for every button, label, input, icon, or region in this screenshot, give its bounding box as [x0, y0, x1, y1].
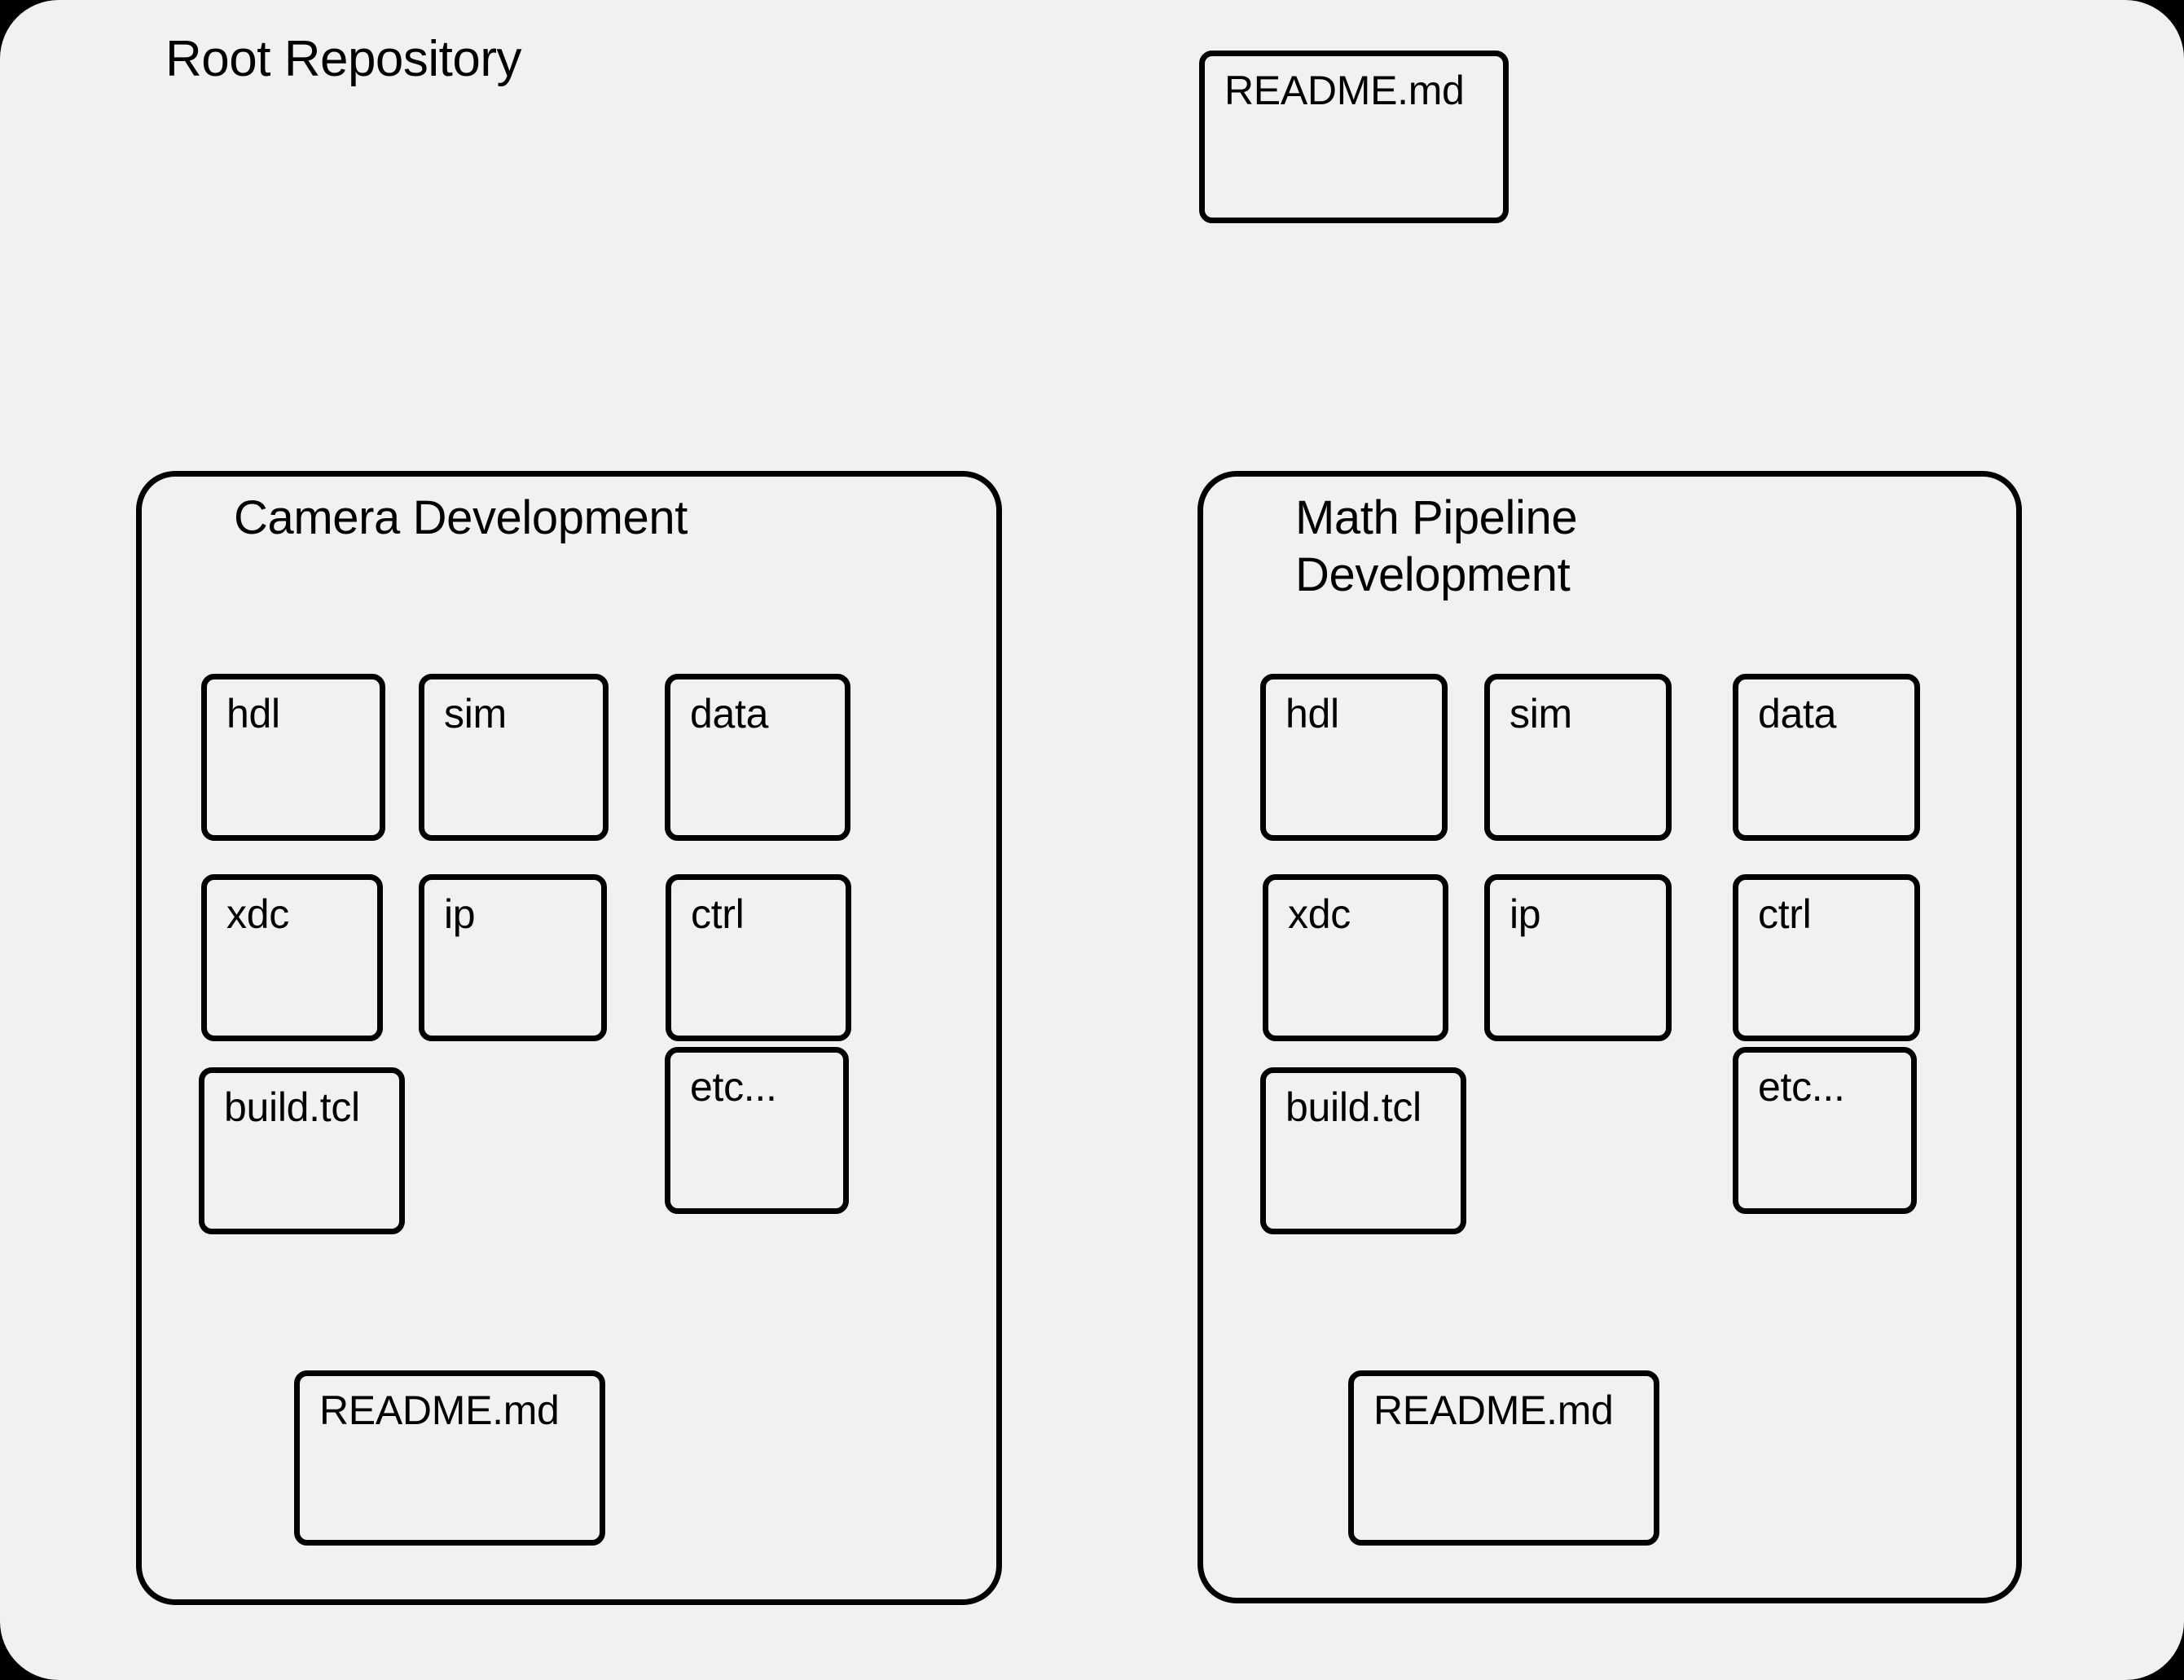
panel-math-title-line-1: Math Pipeline: [1295, 491, 1578, 544]
root-repository-title: Root Repository: [165, 31, 522, 87]
camera-node-readme[interactable]: README.md: [294, 1370, 605, 1546]
camera-node-data-label: data: [690, 691, 769, 737]
root-readme-node[interactable]: README.md: [1199, 51, 1509, 223]
math-node-build-tcl[interactable]: build.tcl: [1260, 1067, 1466, 1234]
math-node-readme-label: README.md: [1373, 1388, 1614, 1433]
camera-node-ip-label: ip: [444, 891, 476, 937]
camera-node-ctrl[interactable]: ctrl: [666, 874, 851, 1041]
panel-camera-development[interactable]: Camera Development hdl sim data xdc ip c…: [136, 471, 1002, 1605]
camera-node-ctrl-label: ctrl: [691, 891, 745, 937]
panel-math-pipeline-development[interactable]: Math Pipeline Development hdl sim data x…: [1197, 471, 2022, 1603]
panel-math-title: Math Pipeline Development: [1295, 495, 1800, 609]
math-node-ip[interactable]: ip: [1484, 874, 1672, 1041]
panel-math-title-line-2: Development: [1295, 548, 1571, 601]
math-node-etc-label: etc...: [1758, 1064, 1845, 1110]
math-node-sim-label: sim: [1509, 691, 1572, 737]
camera-node-build-tcl-label: build.tcl: [224, 1084, 360, 1130]
math-node-xdc-label: xdc: [1288, 891, 1351, 937]
camera-node-etc-label: etc...: [690, 1064, 777, 1110]
math-node-data[interactable]: data: [1733, 674, 1920, 841]
math-node-ctrl[interactable]: ctrl: [1733, 874, 1920, 1041]
math-node-ctrl-label: ctrl: [1758, 891, 1812, 937]
math-node-xdc[interactable]: xdc: [1263, 874, 1448, 1041]
math-node-readme[interactable]: README.md: [1348, 1370, 1659, 1546]
camera-node-xdc-label: xdc: [226, 891, 289, 937]
math-node-build-tcl-label: build.tcl: [1285, 1084, 1422, 1130]
camera-node-data[interactable]: data: [665, 674, 850, 841]
root-readme-label: README.md: [1224, 68, 1465, 113]
panel-camera-title-line-1: Camera Development: [234, 491, 688, 544]
panel-camera-title: Camera Development: [234, 495, 739, 552]
math-node-data-label: data: [1758, 691, 1837, 737]
camera-node-hdl-label: hdl: [226, 691, 280, 737]
math-node-sim[interactable]: sim: [1484, 674, 1672, 841]
math-node-ip-label: ip: [1509, 891, 1541, 937]
camera-node-sim[interactable]: sim: [419, 674, 609, 841]
math-node-hdl[interactable]: hdl: [1260, 674, 1448, 841]
camera-node-sim-label: sim: [444, 691, 507, 737]
camera-node-etc[interactable]: etc...: [665, 1047, 849, 1214]
camera-node-hdl[interactable]: hdl: [201, 674, 385, 841]
camera-node-xdc[interactable]: xdc: [201, 874, 383, 1041]
camera-node-ip[interactable]: ip: [419, 874, 607, 1041]
math-node-hdl-label: hdl: [1285, 691, 1339, 737]
camera-node-build-tcl[interactable]: build.tcl: [199, 1067, 405, 1234]
camera-node-readme-label: README.md: [319, 1388, 560, 1433]
math-node-etc[interactable]: etc...: [1733, 1047, 1917, 1214]
